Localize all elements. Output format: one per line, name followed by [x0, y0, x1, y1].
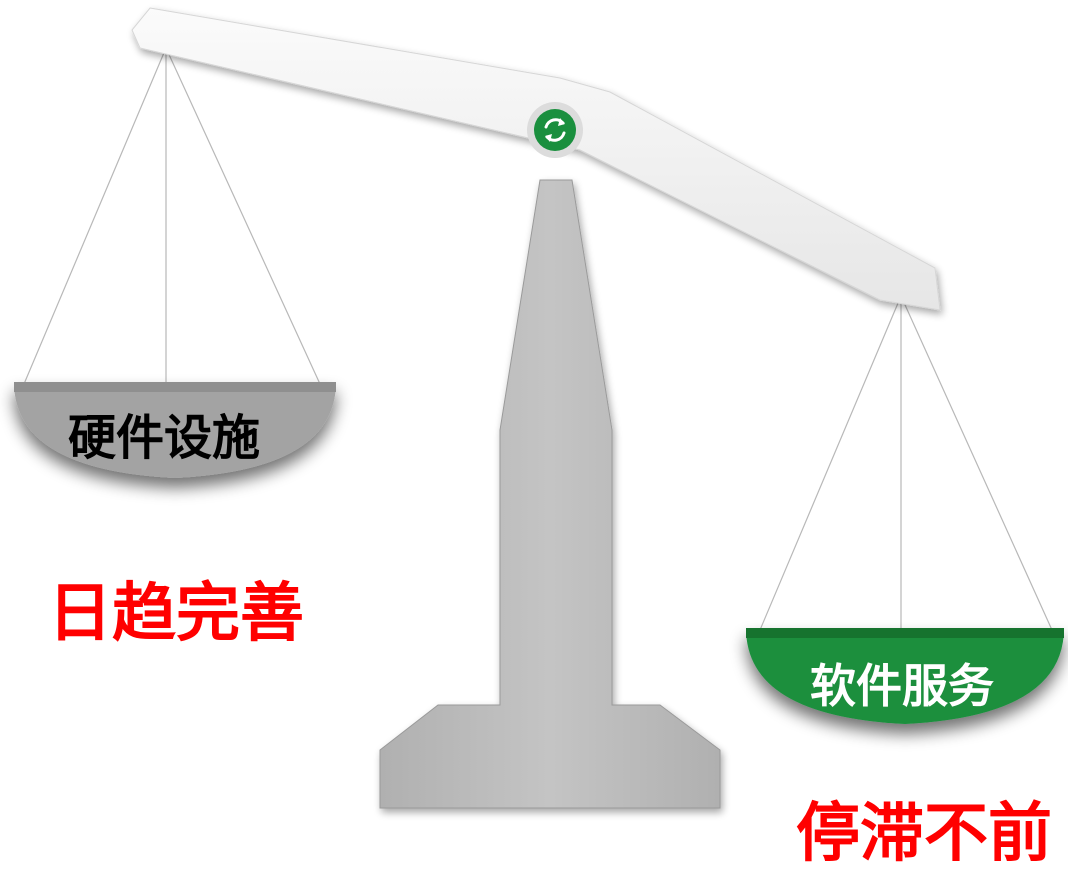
- balance-scale: [14, 7, 1064, 809]
- left-pan-strings: [23, 47, 321, 385]
- left-pan-label: 硬件设施: [68, 410, 261, 466]
- refresh-icon: [527, 102, 583, 158]
- scale-stand: [379, 179, 721, 809]
- left-pan: [14, 382, 336, 478]
- right-caption: 停滞不前: [796, 797, 1052, 871]
- left-caption: 日趋完善: [48, 577, 304, 651]
- right-pan-label: 软件服务: [810, 659, 994, 713]
- scale-beam: [131, 7, 941, 311]
- right-pan: [746, 628, 1064, 724]
- right-pan-strings: [759, 295, 1053, 631]
